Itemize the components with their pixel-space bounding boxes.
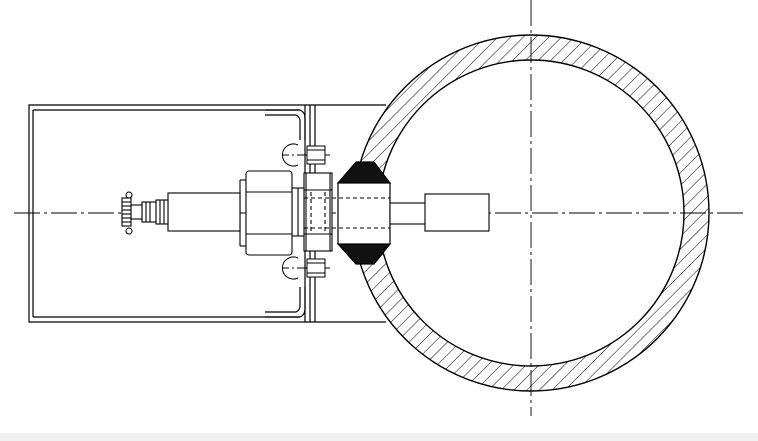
bracket-outline [28, 104, 386, 323]
hex-nut [245, 170, 293, 256]
adaptor-body [155, 199, 169, 225]
terminal-post [130, 204, 143, 220]
lower-stud-nut [306, 258, 326, 278]
probe-shaft [167, 192, 241, 232]
weld-boss [336, 161, 392, 265]
sensor-tip [424, 193, 490, 232]
channel-lip-bottom [265, 287, 306, 318]
lower-stud [281, 256, 326, 280]
upper-stud-clip [281, 143, 299, 167]
terminal-cap [125, 191, 133, 199]
terminal-nut [141, 201, 157, 223]
coupling-nut [303, 172, 333, 252]
bottom-bar [0, 433, 758, 441]
upper-stud [281, 143, 326, 167]
knurled-knob [121, 197, 132, 227]
boss-body [337, 182, 391, 245]
upper-stud-nut [306, 145, 326, 165]
lower-stud-clip [281, 256, 299, 280]
sensor-stem [389, 193, 490, 232]
fitting-assembly [121, 170, 390, 256]
stem-shaft [389, 202, 427, 225]
channel-lip-top [265, 109, 306, 140]
